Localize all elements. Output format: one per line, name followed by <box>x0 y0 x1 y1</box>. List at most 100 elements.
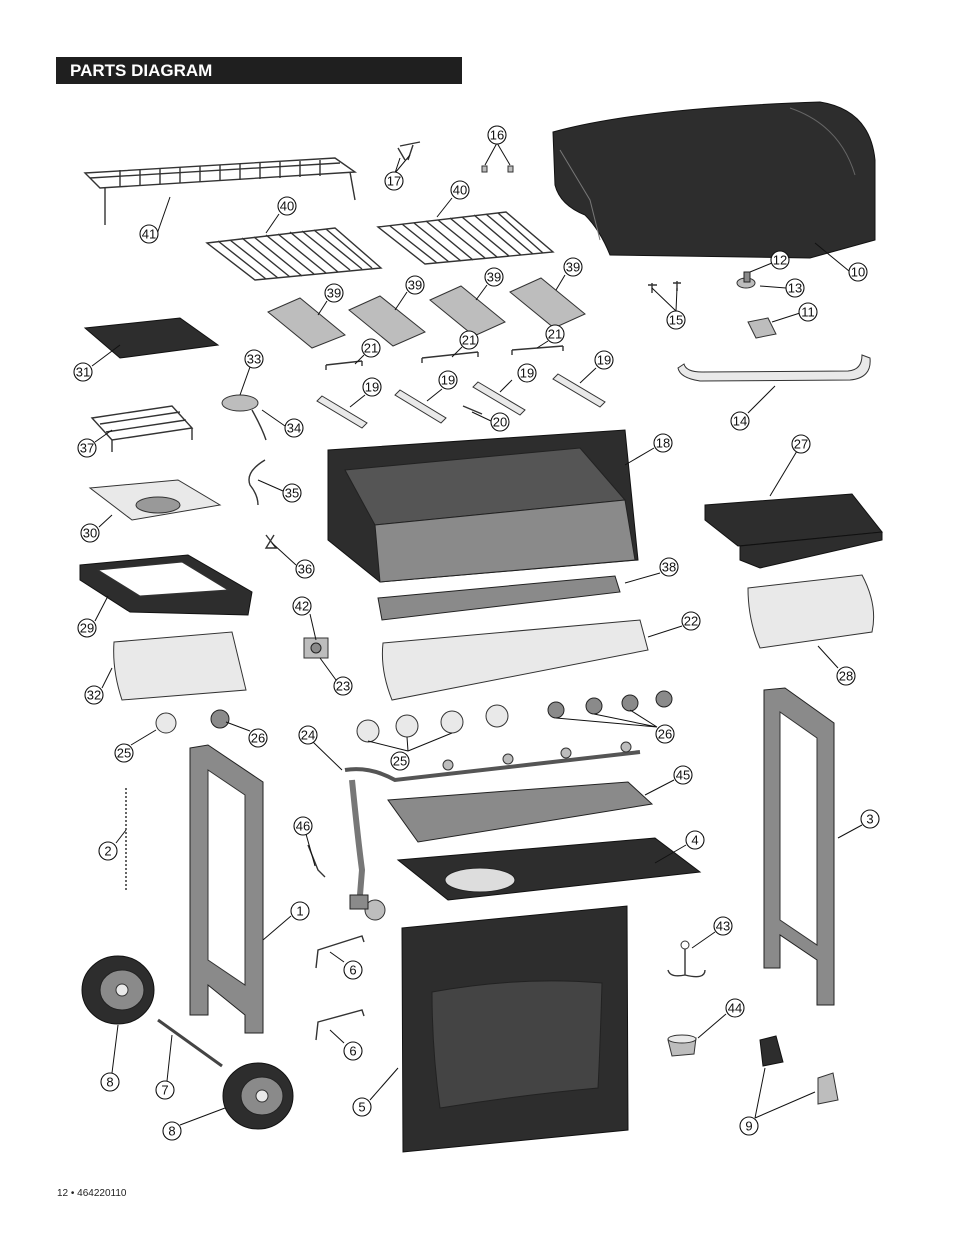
callout-40: 40 <box>450 180 470 200</box>
svg-text:40: 40 <box>280 199 294 214</box>
svg-text:28: 28 <box>839 669 853 684</box>
part-bezels <box>155 704 509 743</box>
part-burners <box>316 373 606 429</box>
callout-24: 24 <box>298 725 318 745</box>
part-axle <box>157 1018 223 1068</box>
part-wheel-lower <box>222 1062 294 1130</box>
callout-28: 28 <box>836 666 856 686</box>
svg-text:21: 21 <box>462 333 476 348</box>
callout-33: 33 <box>244 349 264 369</box>
part-valve-clip <box>264 534 278 549</box>
part-lid-handle <box>677 354 871 382</box>
part-hook-upper <box>315 935 365 969</box>
callout-29: 29 <box>77 618 97 638</box>
callout-25: 25 <box>390 751 410 771</box>
svg-text:6: 6 <box>349 963 356 978</box>
callout-43: 43 <box>713 916 733 936</box>
svg-text:6: 6 <box>349 1044 356 1059</box>
svg-text:39: 39 <box>408 278 422 293</box>
part-hook-lower <box>315 1009 365 1041</box>
part-bottom-panel <box>396 837 702 901</box>
svg-text:24: 24 <box>301 728 315 743</box>
part-small-hardware <box>397 141 777 339</box>
callout-16: 16 <box>487 125 507 145</box>
callout-39: 39 <box>563 257 583 277</box>
callout-8: 8 <box>100 1072 120 1092</box>
svg-text:23: 23 <box>336 679 350 694</box>
callout-12: 12 <box>770 250 790 270</box>
callout-18: 18 <box>653 433 673 453</box>
callout-20: 20 <box>490 412 510 432</box>
part-side-burner-bowl <box>88 479 222 521</box>
part-side-burner-frame <box>79 554 253 616</box>
callout-31: 31 <box>73 362 93 382</box>
part-cart-frame-right <box>763 687 835 1006</box>
callouts: 16 17 41 40 40 10 12 13 15 11 14 39 39 3… <box>73 125 880 1141</box>
callout-1: 1 <box>290 901 310 921</box>
svg-text:25: 25 <box>117 746 131 761</box>
svg-text:11: 11 <box>801 305 815 320</box>
part-heat-shield <box>377 575 621 621</box>
svg-text:35: 35 <box>285 486 299 501</box>
svg-text:16: 16 <box>490 128 504 143</box>
callout-35: 35 <box>282 483 302 503</box>
callout-2: 2 <box>98 841 118 861</box>
page-title: PARTS DIAGRAM <box>56 57 462 84</box>
part-manifold <box>344 741 641 921</box>
part-side-shelf-right <box>704 493 883 569</box>
callout-30: 30 <box>80 523 100 543</box>
callout-7: 7 <box>155 1080 175 1100</box>
callout-6: 6 <box>343 1041 363 1061</box>
svg-text:19: 19 <box>365 380 379 395</box>
svg-text:5: 5 <box>358 1100 365 1115</box>
callout-10: 10 <box>848 262 868 282</box>
svg-text:43: 43 <box>716 919 730 934</box>
callout-22: 22 <box>681 611 701 631</box>
svg-text:31: 31 <box>76 365 90 380</box>
callout-4: 4 <box>685 830 705 850</box>
svg-text:44: 44 <box>728 1001 742 1016</box>
callout-5: 5 <box>352 1097 372 1117</box>
part-side-burner-cover <box>83 317 220 359</box>
part-door <box>401 905 629 1153</box>
svg-text:26: 26 <box>251 731 265 746</box>
callout-19: 19 <box>438 370 458 390</box>
callout-34: 34 <box>284 418 304 438</box>
svg-text:45: 45 <box>676 768 690 783</box>
callout-37: 37 <box>77 438 97 458</box>
svg-text:22: 22 <box>684 614 698 629</box>
callout-19: 19 <box>594 350 614 370</box>
callout-6: 6 <box>343 960 363 980</box>
part-warming-rack <box>83 157 358 225</box>
svg-text:13: 13 <box>788 281 802 296</box>
callout-13: 13 <box>785 278 805 298</box>
callout-26: 26 <box>655 724 675 744</box>
part-side-burner <box>221 394 267 441</box>
svg-text:3: 3 <box>866 812 873 827</box>
callout-45: 45 <box>673 765 693 785</box>
svg-text:8: 8 <box>168 1124 175 1139</box>
part-cart-frame-left <box>189 744 264 1034</box>
svg-text:7: 7 <box>161 1083 168 1098</box>
svg-text:34: 34 <box>287 421 301 436</box>
callout-39: 39 <box>405 275 425 295</box>
svg-text:4: 4 <box>691 833 698 848</box>
callout-21: 21 <box>545 324 565 344</box>
svg-text:27: 27 <box>794 437 808 452</box>
svg-text:32: 32 <box>87 688 101 703</box>
callout-23: 23 <box>333 676 353 696</box>
part-flame-tamers <box>267 277 586 349</box>
part-valve-bracket <box>303 637 329 659</box>
callout-17: 17 <box>384 171 404 191</box>
callout-40: 40 <box>277 196 297 216</box>
svg-text:19: 19 <box>520 366 534 381</box>
callout-27: 27 <box>791 434 811 454</box>
callout-32: 32 <box>84 685 104 705</box>
svg-text:33: 33 <box>247 352 261 367</box>
svg-text:25: 25 <box>393 754 407 769</box>
svg-text:19: 19 <box>597 353 611 368</box>
callout-9: 9 <box>739 1116 759 1136</box>
svg-text:14: 14 <box>733 414 747 429</box>
part-firebox <box>327 429 639 583</box>
